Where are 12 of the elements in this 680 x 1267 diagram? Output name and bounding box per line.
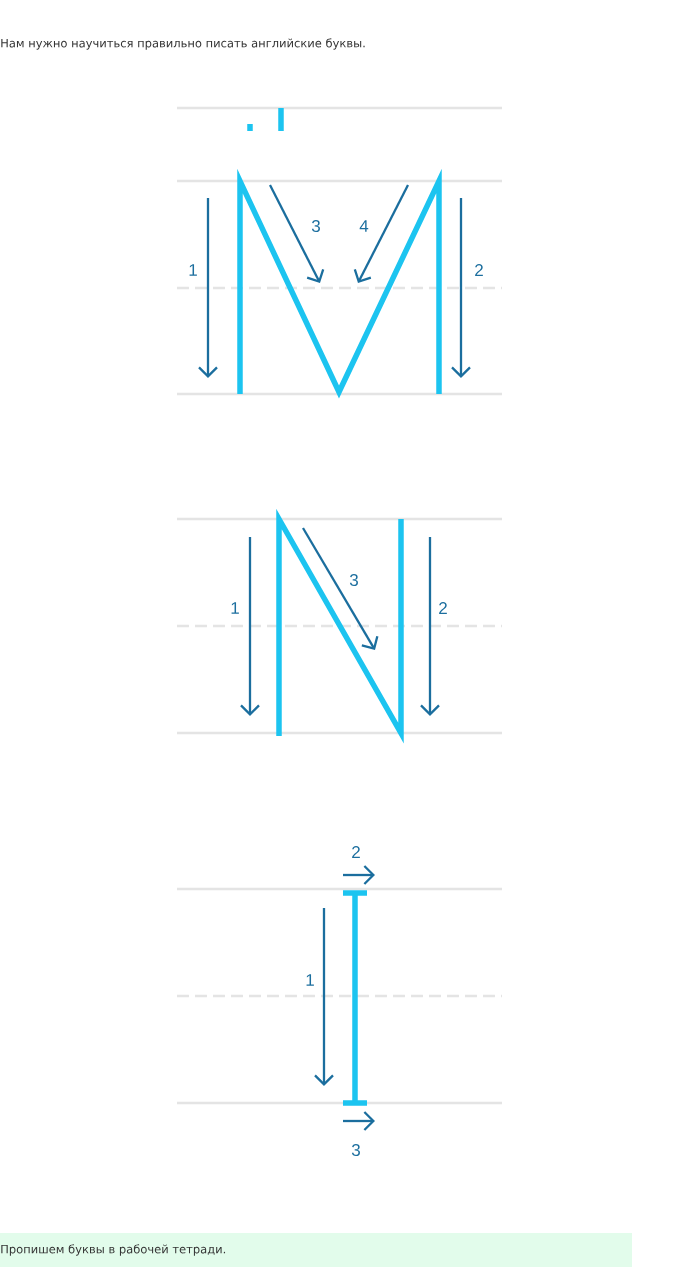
stroke-number: 2 [475,264,483,276]
stroke-number: 4 [359,220,369,232]
stroke-number: 1 [231,602,239,614]
stroke-number: 1 [306,974,314,986]
stroke-number: 3 [351,1144,360,1157]
note-banner: Пропишем буквы в рабочей тетради. [0,1233,632,1267]
stroke-number: 1 [189,264,197,276]
stroke-number: 3 [349,574,358,587]
instruction-text: Нам нужно научиться правильно писать английские буквы. [1,38,365,50]
stroke-number: 3 [311,220,320,233]
stroke-number: 2 [439,602,447,614]
stroke-number: 2 [352,846,360,858]
